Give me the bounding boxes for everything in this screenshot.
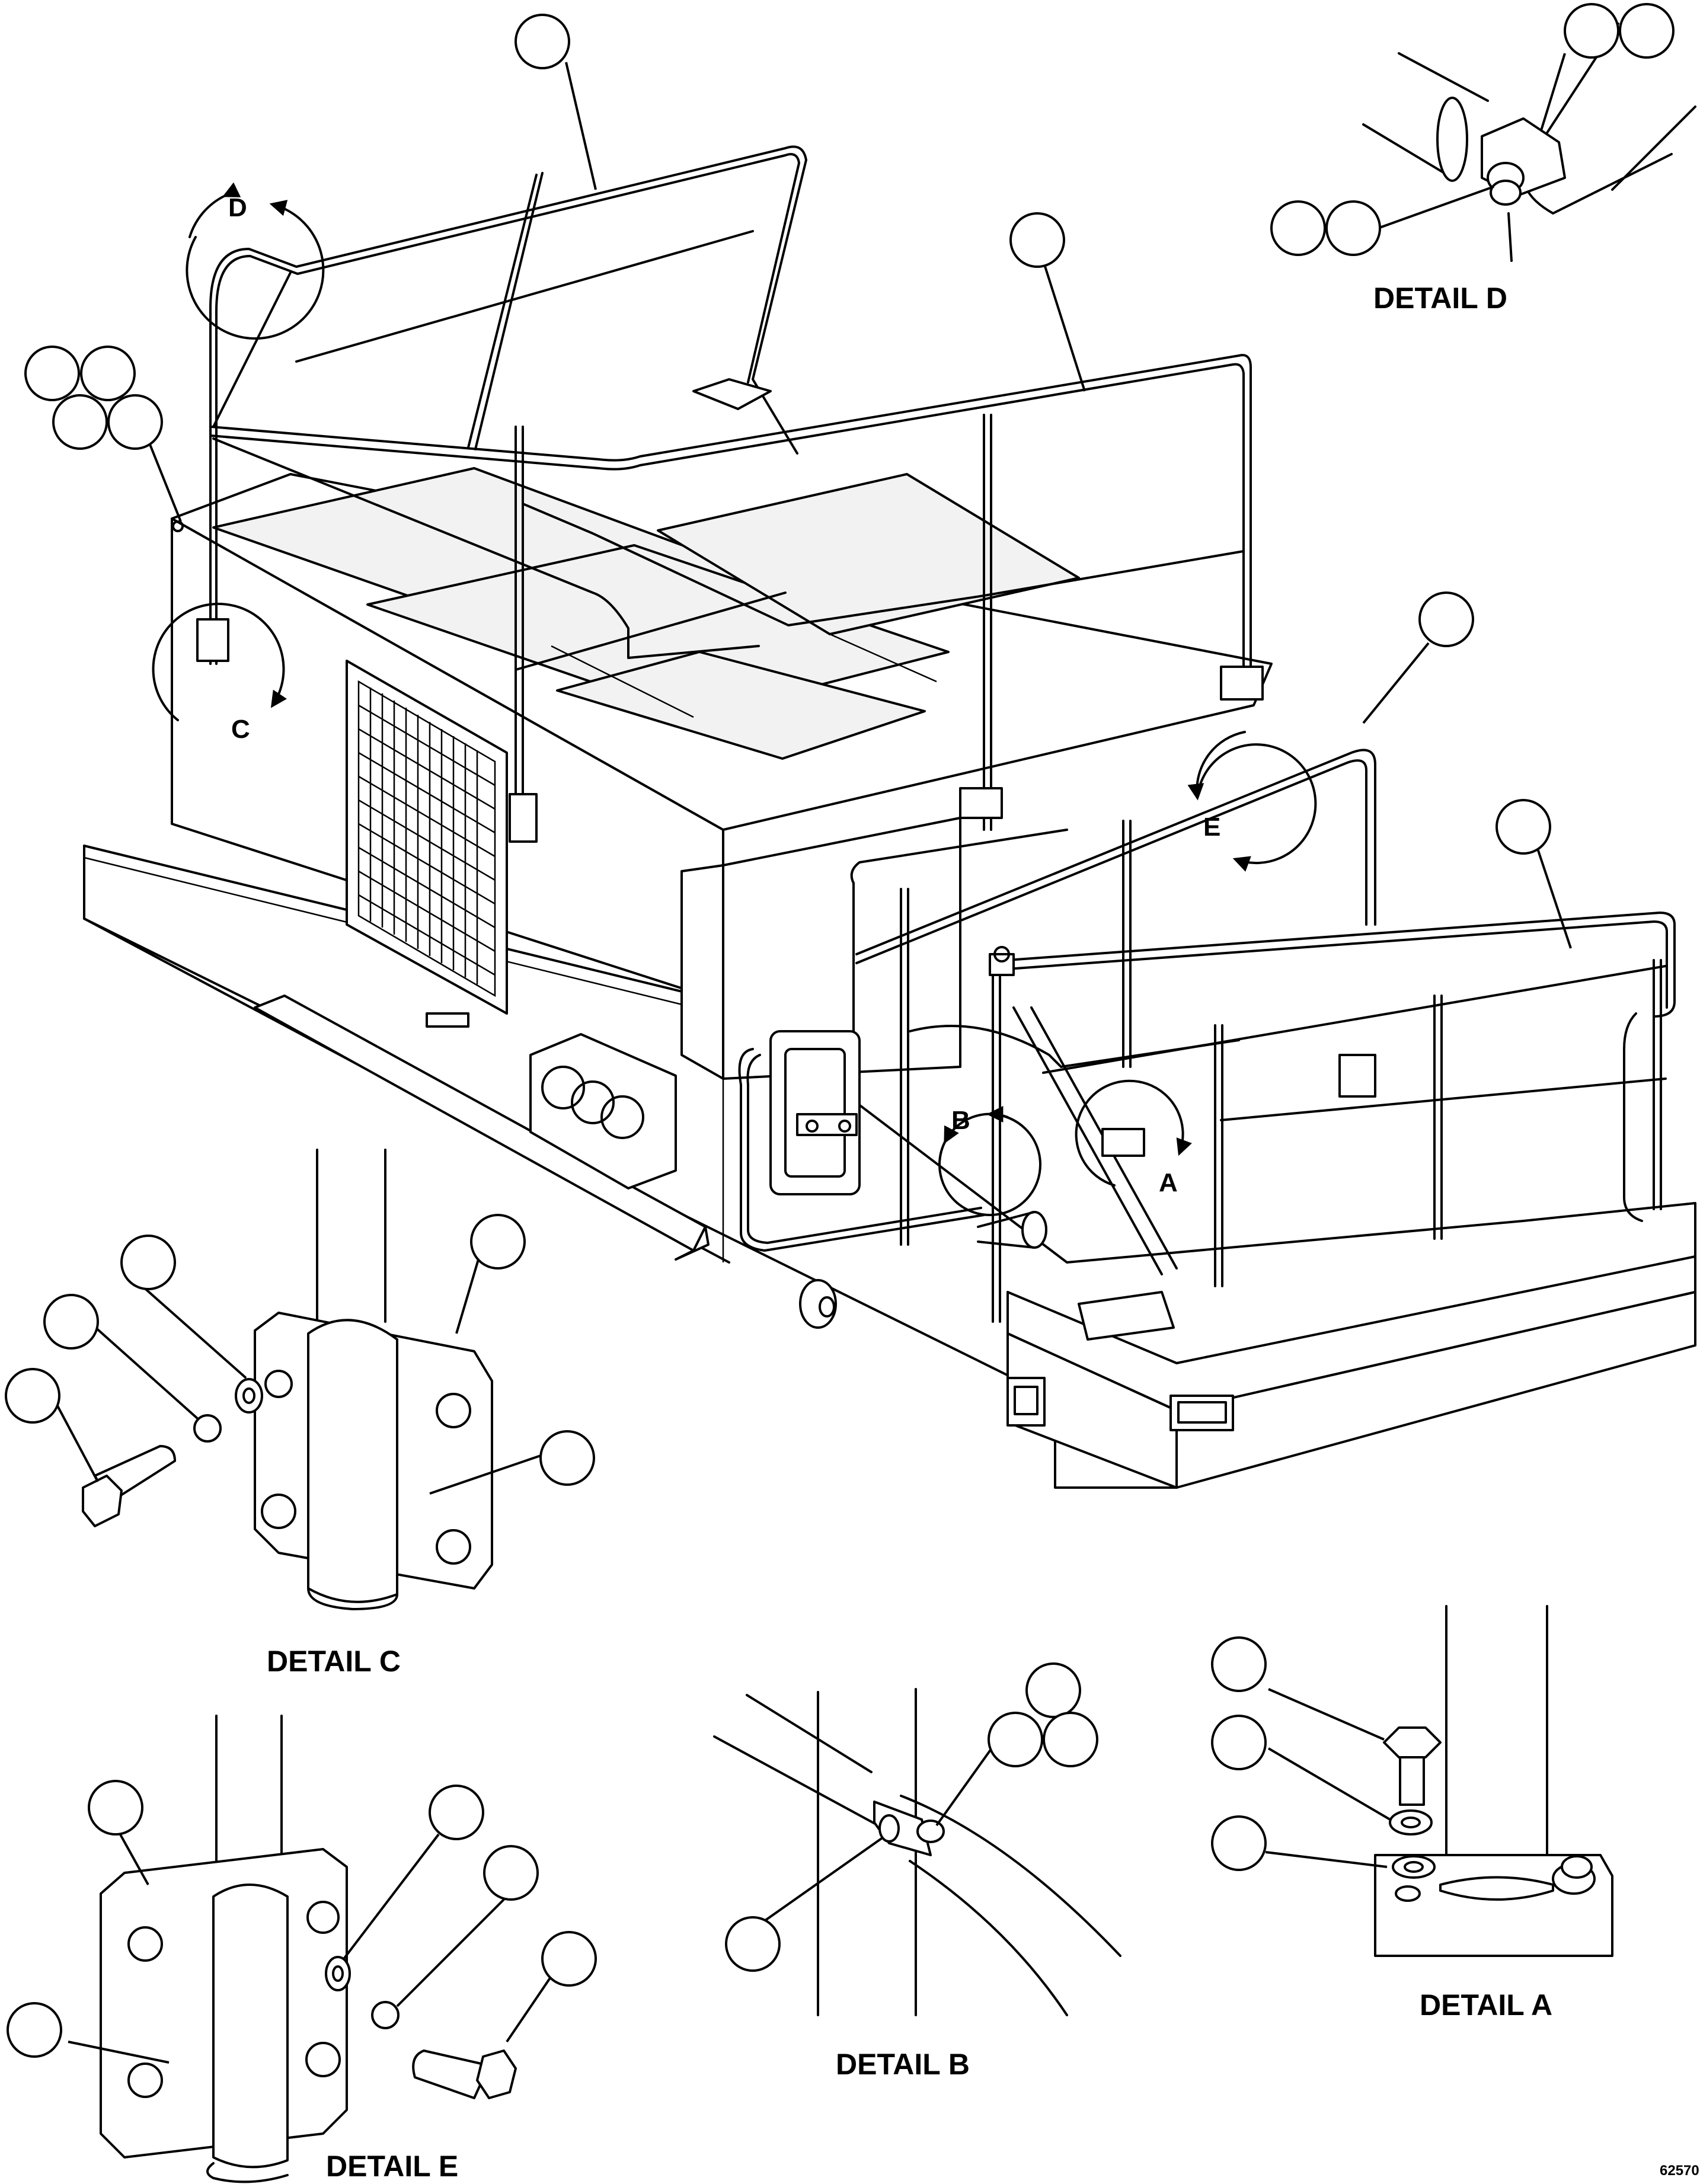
callout-front-handrail [1496, 799, 1551, 855]
callout-b-3 [1043, 1712, 1098, 1767]
callout-d-1 [1564, 3, 1619, 59]
callout-d-3 [1270, 200, 1326, 256]
detail-a: DETAIL A [1211, 1605, 1613, 2022]
detail-marker-c: C [152, 603, 287, 744]
callout-hw-2 [80, 346, 136, 401]
callout-a-3 [1211, 1815, 1267, 1871]
caster-wheel [799, 1279, 837, 1329]
gate-hinge-box [769, 1030, 861, 1195]
base-plate-front [1078, 1291, 1175, 1341]
callout-d-2 [1619, 3, 1675, 59]
detail-e: DETAIL E [7, 1715, 597, 2183]
clamp-block-center [959, 787, 1003, 819]
detail-d: DETAIL D [1270, 3, 1696, 315]
angle-strip [254, 995, 710, 1261]
callout-e-1 [88, 1780, 143, 1836]
callout-hw-4 [107, 394, 163, 450]
detail-d-label: DETAIL D [1373, 282, 1507, 315]
callout-d-4 [1325, 200, 1381, 256]
light-box [529, 1033, 677, 1189]
vent-grille [346, 660, 508, 1015]
main-callouts [24, 14, 1572, 949]
callout-side-handrail [1009, 212, 1065, 268]
main-assembly [83, 145, 1696, 1489]
callout-b-4 [725, 1916, 781, 1972]
detail-b: DETAIL B [713, 1662, 1121, 2081]
detail-marker-b-letter: B [951, 1106, 970, 1135]
detail-marker-e: E [1187, 731, 1317, 872]
base-frame [83, 845, 1696, 1489]
callout-c-3 [5, 1368, 60, 1424]
detail-marker-a-letter: A [1159, 1168, 1178, 1197]
callout-c-4 [470, 1214, 526, 1270]
detail-marker-e-letter: E [1203, 813, 1220, 842]
callout-c-2 [43, 1294, 99, 1350]
detail-c: DETAIL C [5, 1149, 595, 1678]
callout-hw-1 [24, 346, 80, 401]
clamp-block-right [1220, 666, 1264, 701]
marker-light-left [1006, 1377, 1046, 1427]
detail-marker-a: A [1075, 1079, 1192, 1197]
detail-b-label: DETAIL B [836, 2048, 970, 2081]
callout-c-5 [539, 1430, 595, 1486]
detail-marker-d-letter: D [228, 193, 247, 222]
callout-hw-3 [52, 394, 108, 450]
callout-e-4 [483, 1845, 539, 1901]
callout-b-1 [1025, 1662, 1081, 1718]
detail-a-label: DETAIL A [1420, 1988, 1552, 2022]
callout-e-3 [429, 1785, 484, 1840]
clamp-block-mid [509, 793, 538, 843]
detail-c-label: DETAIL C [267, 1645, 401, 1678]
base-block-a [1101, 1128, 1145, 1157]
callout-front-gate [1418, 591, 1474, 647]
detail-marker-d: D [186, 182, 325, 340]
rear-handrail [172, 145, 1264, 843]
callout-e-2 [7, 2002, 62, 2058]
callout-a-2 [1211, 1715, 1267, 1770]
figure-number: 62570 [1660, 2163, 1699, 2179]
cabinet-housing [171, 467, 1273, 1189]
callout-c-1 [120, 1235, 176, 1290]
callout-b-2 [988, 1712, 1043, 1767]
callout-e-5 [541, 1931, 597, 1987]
clamp-block-c [196, 618, 229, 662]
callout-a-1 [1211, 1636, 1267, 1692]
callout-rear-handrail [515, 14, 570, 69]
detail-marker-b: B [938, 1106, 1041, 1216]
front-handrail [738, 749, 1676, 1341]
marker-light-right [1169, 1395, 1234, 1431]
detail-e-label: DETAIL E [326, 2150, 458, 2183]
detail-marker-c-letter: C [231, 715, 250, 744]
